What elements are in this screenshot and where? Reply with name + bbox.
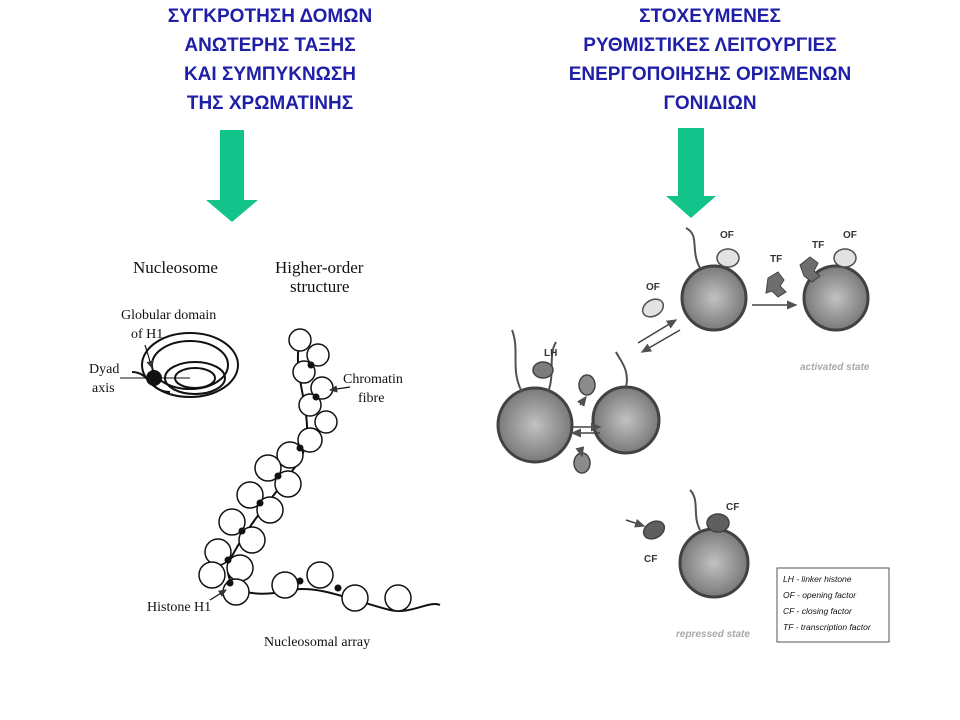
left-heading-line: ΣΥΓΚΡΟΤΗΣΗ ΔΟΜΩΝ bbox=[167, 6, 373, 27]
right-heading-line: ΣΤΟΧΕΥΜΕΝΕΣ bbox=[639, 6, 781, 27]
label-higher-order: Higher-order bbox=[275, 258, 364, 277]
label-histone-h1: Histone H1 bbox=[147, 600, 211, 615]
legend-item: TF - transcription factor bbox=[783, 622, 872, 632]
right-heading: ΣΤΟΧΕΥΜΕΝΕΣ ΡΥΘΜΙΣΤΙΚΕΣ ΛΕΙΤΟΥΡΓΙΕΣ ΕΝΕΡ… bbox=[500, 2, 920, 118]
label-axis: axis bbox=[92, 381, 115, 396]
label-chromatin: Chromatin bbox=[343, 372, 403, 387]
left-heading-line: ΑΝΩΤΕΡΗΣ ΤΑΞΗΣ bbox=[184, 35, 356, 56]
left-heading-line: ΚΑΙ ΣΥΜΠΥΚΝΩΣΗ bbox=[183, 64, 357, 85]
label-repressed-state: repressed state bbox=[676, 629, 750, 640]
cell-left bbox=[496, 329, 574, 464]
label-activated-state: activated state bbox=[800, 362, 870, 373]
chromatin-fibre-drawing bbox=[198, 328, 441, 613]
label-structure: structure bbox=[290, 277, 349, 296]
label-cf-left: CF bbox=[644, 554, 657, 565]
label-dyad: Dyad bbox=[89, 362, 119, 377]
label-of-top-right: OF bbox=[843, 230, 857, 241]
legend-item: LH - linker histone bbox=[783, 574, 852, 584]
globular-domain-dot bbox=[146, 370, 162, 386]
label-nucleosomal-array: Nucleosomal array bbox=[264, 635, 370, 650]
left-heading-line: ΤΗΣ ΧΡΩΜΑΤΙΝΗΣ bbox=[186, 93, 354, 114]
label-of-top: OF bbox=[720, 230, 734, 241]
label-cf-right: CF bbox=[726, 502, 739, 513]
label-of-left: OF bbox=[646, 282, 660, 293]
label-globular-domain: Globular domain bbox=[121, 308, 216, 323]
down-arrow-right bbox=[666, 128, 716, 218]
cell-middle bbox=[591, 351, 661, 455]
label-tf-top: TF bbox=[812, 240, 824, 251]
label-fibre: fibre bbox=[358, 391, 384, 406]
label-of-h1: of H1 bbox=[131, 327, 163, 342]
right-heading-line: ΕΝΕΡΓΟΠΟΙΗΣΗΣ ΟΡΙΣΜΕΝΩΝ bbox=[568, 64, 852, 85]
gene-regulation-figure: OF TF OF TF OF LH CF CF activated state … bbox=[496, 227, 870, 640]
down-arrow-left bbox=[206, 130, 258, 222]
legend-box: LH - linker histone OF - opening factor … bbox=[776, 567, 890, 643]
legend-item: CF - closing factor bbox=[783, 606, 853, 616]
left-heading: ΣΥΓΚΡΟΤΗΣΗ ΔΟΜΩΝ ΑΝΩΤΕΡΗΣ ΤΑΞΗΣ ΚΑΙ ΣΥΜΠ… bbox=[90, 2, 450, 118]
right-heading-line: ΓΟΝΙΔΙΩΝ bbox=[663, 93, 757, 114]
cell-activated bbox=[802, 264, 870, 332]
cell-top bbox=[680, 227, 748, 332]
label-lh: LH bbox=[544, 348, 557, 359]
right-heading-line: ΡΥΘΜΙΣΤΙΚΕΣ ΛΕΙΤΟΥΡΓΙΕΣ bbox=[583, 35, 837, 56]
label-tf-small: TF bbox=[770, 254, 782, 265]
label-nucleosome: Nucleosome bbox=[133, 258, 218, 277]
nucleosome-drawing bbox=[120, 332, 239, 398]
legend-item: OF - opening factor bbox=[783, 590, 857, 600]
